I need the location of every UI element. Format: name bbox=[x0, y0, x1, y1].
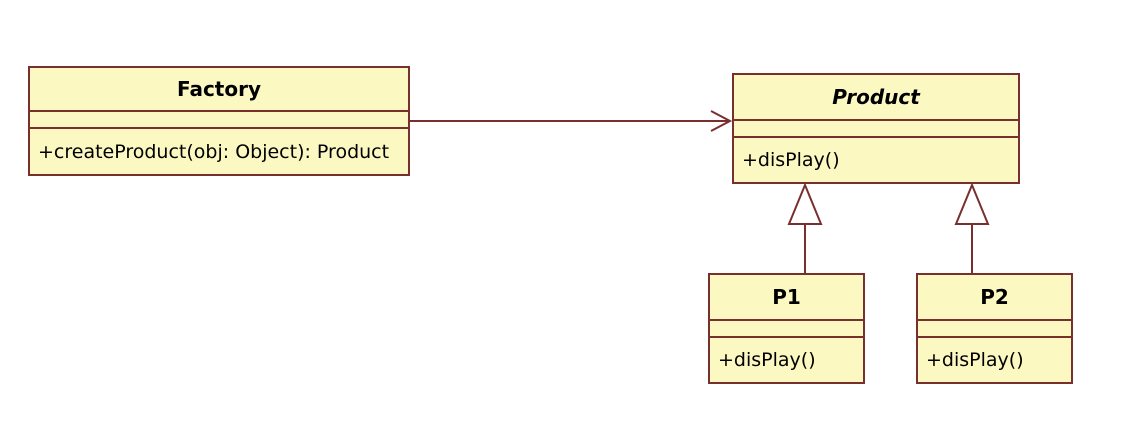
class-name: Factory bbox=[30, 68, 408, 112]
attributes-compartment bbox=[918, 321, 1071, 338]
class-p2[interactable]: P2 +disPlay() bbox=[916, 273, 1073, 384]
inheritance-triangle-p2 bbox=[954, 182, 990, 225]
attributes-compartment bbox=[30, 112, 408, 129]
class-factory[interactable]: Factory +createProduct(obj: Object): Pro… bbox=[28, 66, 410, 176]
operation: +disPlay() bbox=[718, 349, 816, 371]
open-arrowhead bbox=[710, 110, 733, 132]
class-name: Product bbox=[734, 75, 1018, 121]
attributes-compartment bbox=[710, 321, 863, 338]
operation: +disPlay() bbox=[742, 149, 840, 171]
class-name: P1 bbox=[710, 275, 863, 321]
inheritance-triangle-p1 bbox=[787, 182, 823, 225]
class-p1[interactable]: P1 +disPlay() bbox=[708, 273, 865, 384]
class-product[interactable]: Product +disPlay() bbox=[732, 73, 1020, 184]
operation: +createProduct(obj: Object): Product bbox=[38, 140, 390, 163]
attributes-compartment bbox=[734, 121, 1018, 138]
operation: +disPlay() bbox=[926, 349, 1024, 371]
class-name: P2 bbox=[918, 275, 1071, 321]
